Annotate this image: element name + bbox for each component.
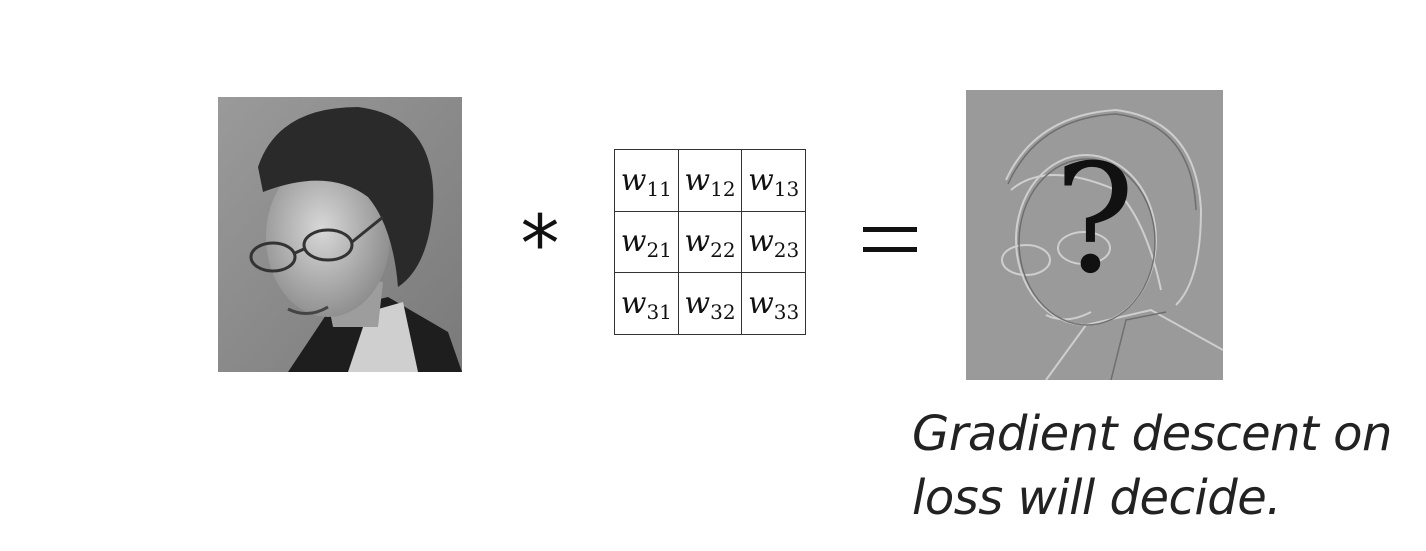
equals-sign	[855, 205, 925, 275]
filter-weight-cell: w21	[614, 210, 679, 274]
weight-subscript: 12	[710, 176, 736, 201]
filter-weight-cell: w12	[677, 149, 743, 212]
filter-weight-cell: w31	[614, 272, 679, 335]
weight-subscript: 13	[773, 176, 800, 201]
filter-weight-cell: w33	[741, 272, 806, 335]
weight-subscript: 11	[646, 176, 672, 201]
weight-symbol: w	[748, 224, 774, 260]
weight-symbol: w	[620, 224, 647, 260]
filter-weight-cell: w23	[741, 210, 806, 274]
weight-subscript: 33	[773, 300, 800, 325]
filter-weight-cell: w32	[677, 272, 743, 335]
convolution-operator: *	[520, 200, 560, 290]
input-photo	[218, 97, 462, 372]
filter-weight-cell: w11	[614, 149, 679, 212]
weight-symbol: w	[684, 286, 711, 322]
weight-symbol: w	[620, 286, 647, 322]
caption: Gradient descent on loss will decide.	[912, 402, 1422, 530]
weight-symbol: w	[620, 162, 647, 198]
weight-subscript: 32	[710, 300, 736, 325]
weight-symbol: w	[684, 224, 711, 260]
caption-line-2: loss will decide.	[912, 470, 1281, 526]
weight-symbol: w	[748, 162, 774, 198]
weight-symbol: w	[684, 162, 711, 198]
filter-weight-cell: w22	[677, 210, 743, 274]
equals-bar-bottom	[863, 247, 917, 252]
weight-subscript: 23	[773, 238, 800, 263]
weight-symbol: w	[748, 286, 774, 322]
filter-weight-cell: w13	[741, 149, 806, 212]
equals-bar-top	[863, 227, 917, 232]
output-image	[966, 90, 1223, 380]
unknown-output-symbol: ?	[1054, 133, 1135, 307]
caption-line-1: Gradient descent on	[912, 406, 1392, 462]
weight-subscript: 22	[710, 238, 736, 263]
weight-subscript: 31	[646, 300, 672, 325]
weight-subscript: 21	[646, 238, 672, 263]
